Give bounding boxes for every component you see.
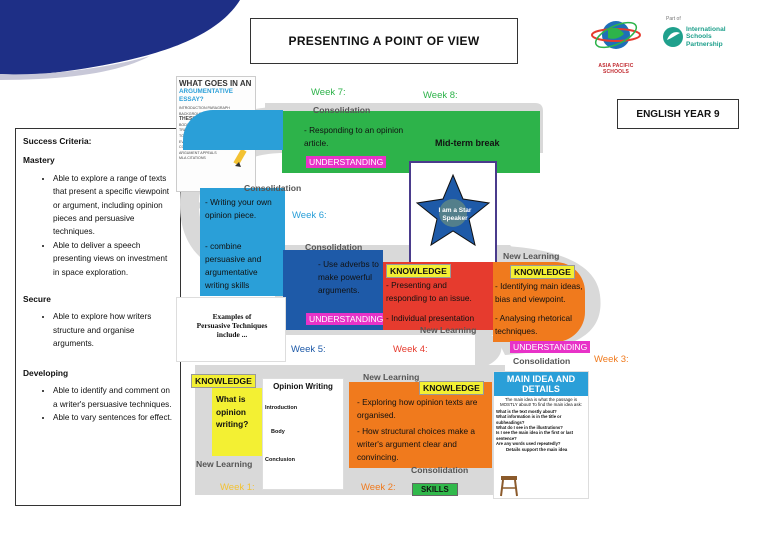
pencil-icon <box>233 148 247 167</box>
opinion-row-3: Conclusion <box>265 457 295 463</box>
year-label: ENGLISH YEAR 9 <box>617 99 739 129</box>
developing-label: Developing <box>23 367 69 378</box>
mastery-item: Able to explore a range of texts that pr… <box>53 172 173 239</box>
star-speaker-poster: I am a Star Speaker <box>409 161 497 274</box>
page-title: PRESENTING A POINT OF VIEW <box>250 18 518 64</box>
week7-text: - Responding to an opinion article. <box>304 125 404 148</box>
isp-logo: Part of International Schools Partnershi… <box>660 16 750 56</box>
persuasive-poster-title: Examples of Persuasive Techniques includ… <box>196 312 268 339</box>
main-idea-questions: What is the text mostly about?What infor… <box>494 409 588 447</box>
week1-question: What is opinion writing? <box>216 394 249 429</box>
week1-block <box>212 388 262 456</box>
poster-title-1: WHAT GOES IN AN <box>179 79 252 88</box>
road-new-learning-mid: New Learning <box>420 325 477 335</box>
week8-text: Mid-term break <box>435 138 500 148</box>
star-poster-title: I am a Star Speaker <box>438 207 472 222</box>
opinion-poster-title: Opinion Writing <box>273 382 333 391</box>
week2-label: Week 2: <box>361 482 396 493</box>
opinion-row-1: Introduction <box>265 405 298 411</box>
week4-item-2: - Individual presentation <box>386 313 475 323</box>
apac-logo-text: ASIA PACIFIC SCHOOLS <box>598 63 634 75</box>
main-idea-question: What information is in the title or subh… <box>496 414 562 425</box>
developing-list: Able to identify and comment on a writer… <box>53 384 173 424</box>
week3-tag2: UNDERSTANDING <box>510 341 591 353</box>
poster-item: INTRODUCTION PARAGRAPH <box>179 106 230 110</box>
main-idea-title: MAIN IDEA AND DETAILS <box>494 372 588 396</box>
week2-item-1: - Exploring how opinion texts are organi… <box>357 397 478 420</box>
week8-label: Week 8: <box>423 90 458 101</box>
week5-label: Week 5: <box>291 344 326 355</box>
stool-icon <box>500 476 518 497</box>
success-criteria-panel: Success Criteria: Mastery Able to explor… <box>15 128 181 506</box>
week3-item-2: - Analysing rhetorical techniques. <box>495 313 573 336</box>
road-consolidation-bottom: Consolidation <box>411 465 469 475</box>
week2-block <box>349 382 492 468</box>
week2-tag: KNOWLEDGE <box>419 381 484 395</box>
week2-item-2: - How structural choices make a writer's… <box>357 426 476 462</box>
week7-label: Week 7: <box>311 87 346 98</box>
developing-item: Able to vary sentences for effect. <box>53 411 173 424</box>
week6-block <box>200 188 285 296</box>
week7-tag: UNDERSTANDING <box>306 156 387 168</box>
week5-tag: UNDERSTANDING <box>306 313 387 325</box>
apac-logo: ASIA PACIFIC SCHOOLS <box>586 12 646 75</box>
poster-item: MLA CITATIONS <box>179 156 206 161</box>
week3-label: Week 3: <box>594 354 629 365</box>
week6-item-1: - Writing your own opinion piece. <box>205 197 272 220</box>
road-new-learning-bottom: New Learning <box>363 372 420 382</box>
star-icon <box>415 173 491 247</box>
road-new-learning-left: New Learning <box>196 459 253 469</box>
isp-partof: Part of <box>666 16 681 22</box>
poster-title-2: ARGUMENTATIVE ESSAY? <box>179 88 233 103</box>
road-consolidation-mid: Consolidation <box>305 242 363 252</box>
main-idea-question: What do I see in the illustrations? <box>496 425 563 431</box>
criteria-title: Success Criteria: <box>23 136 92 146</box>
road-consolidation-top: Consolidation <box>313 105 371 115</box>
week6-curve <box>183 110 283 150</box>
secure-list: Able to explore how writers structure an… <box>53 310 173 350</box>
road-new-learning-right: New Learning <box>503 251 560 261</box>
opinion-row-2: Body <box>271 429 285 435</box>
isp-leaf-icon <box>663 27 683 47</box>
secure-item: Able to explore how writers structure an… <box>53 310 173 350</box>
main-idea-question: What is the text mostly about? <box>496 408 557 414</box>
mastery-list: Able to explore a range of texts that pr… <box>53 172 173 279</box>
main-idea-question: Is I see the main idea in the first or l… <box>496 430 574 441</box>
road-consolidation-right: Consolidation <box>513 356 571 366</box>
week5-text: - Use adverbs to make powerful arguments… <box>318 259 379 295</box>
isp-name: International Schools Partnership <box>686 26 726 48</box>
week6-label: Week 6: <box>292 210 327 221</box>
opinion-writing-poster: Opinion Writing Introduction Body Conclu… <box>262 378 344 490</box>
week3-tag: KNOWLEDGE <box>510 265 575 279</box>
persuasive-poster: Examples of Persuasive Techniques includ… <box>176 297 286 362</box>
developing-item: Able to identify and comment on a writer… <box>53 384 173 411</box>
corner-decoration <box>0 0 240 80</box>
week2-tag2: SKILLS <box>412 483 458 496</box>
week1-tag: KNOWLEDGE <box>191 374 256 388</box>
main-idea-poster: MAIN IDEA AND DETAILS The main idea is w… <box>493 371 589 499</box>
globe-icon <box>591 21 641 49</box>
week6-item-2: - combine persuasive and argumentative w… <box>205 241 262 290</box>
secure-label: Secure <box>23 294 51 305</box>
main-idea-details: Details support the main idea <box>506 446 568 452</box>
road-consolidation-left: Consolidation <box>244 183 302 193</box>
main-idea-intro: The main idea is what the passage is MOS… <box>499 397 582 408</box>
poster-item: ARGUMENT APPEALS <box>179 150 217 155</box>
week3-item-1: - Identifying main ideas, bias and viewp… <box>495 281 583 304</box>
week4-item-1: - Presenting and responding to an issue. <box>386 280 472 303</box>
week4-label: Week 4: <box>393 344 428 355</box>
mastery-item: Able to deliver a speech presenting view… <box>53 239 173 279</box>
week4-tag: KNOWLEDGE <box>386 264 451 278</box>
mastery-label: Mastery <box>23 155 55 166</box>
week1-label: Week 1: <box>220 482 255 493</box>
main-idea-question: Are any words used repeatedly? <box>496 441 561 447</box>
